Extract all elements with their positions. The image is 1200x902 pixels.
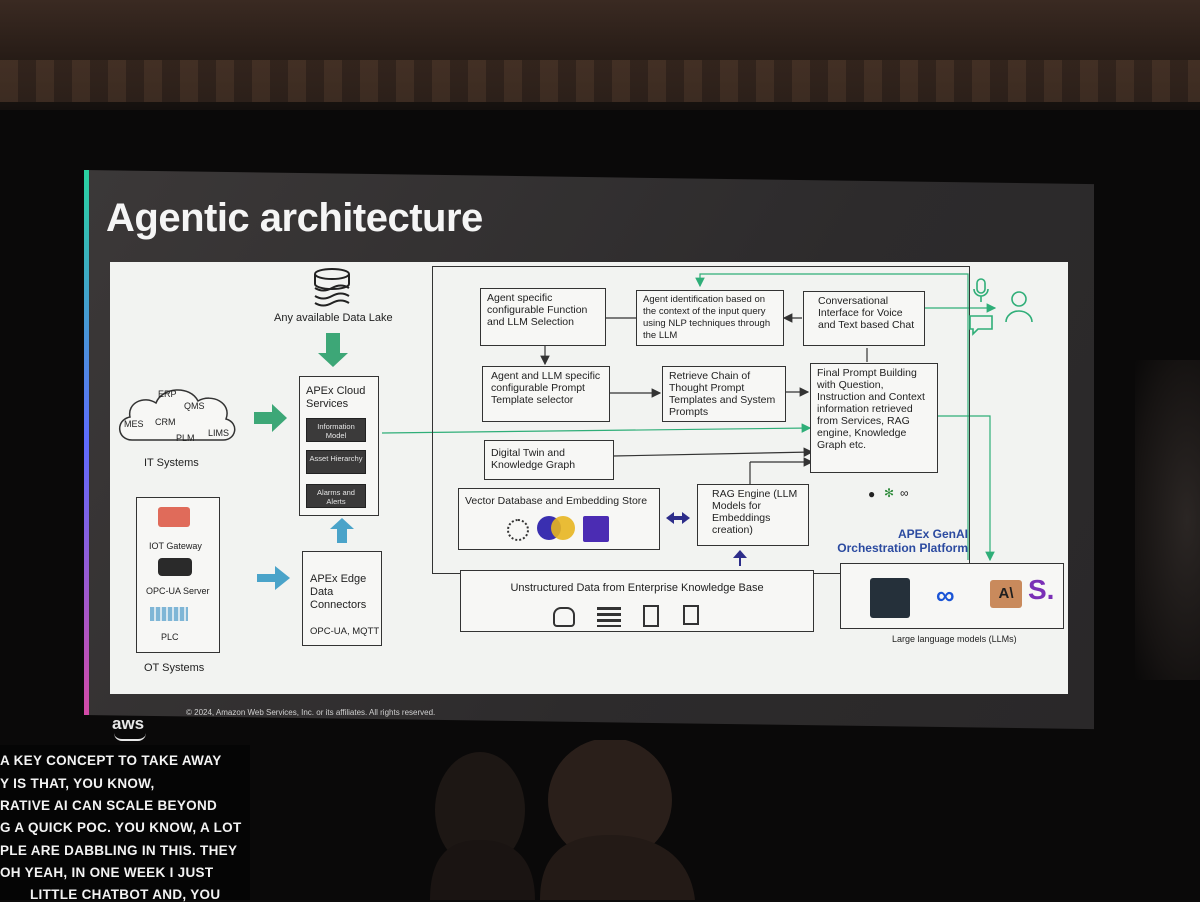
document-icon [643, 605, 659, 627]
arrow-it-to-cloud [254, 404, 287, 432]
chat-icon [969, 315, 993, 336]
database-icon-2 [553, 607, 575, 627]
arrow-datalake-to-cloud [318, 333, 348, 367]
data-lake-label: Any available Data Lake [274, 312, 393, 324]
edge-protocols: OPC-UA, MQTT [310, 626, 380, 637]
agent-function-box: Agent specific configurable Function and… [480, 288, 606, 346]
llm-tile-stability: S. [1028, 574, 1055, 605]
live-captions: A KEY CONCEPT TO TAKE AWAY Y IS THAT, YO… [0, 745, 250, 902]
python-icon: ● [868, 487, 876, 501]
it-item-lims: LIMS [208, 428, 230, 438]
aws-logo: aws [112, 714, 145, 733]
user-icon [1005, 291, 1033, 323]
caption-line: PLE ARE DABBLING IN THIS. THEY [0, 843, 238, 858]
ot-device-iot: IOT Gateway [149, 541, 202, 551]
vector-db-label: Vector Database and Embedding Store [465, 495, 648, 507]
books-icon [597, 607, 621, 627]
llm-tile-titan [870, 578, 910, 618]
rag-engine-box: RAG Engine (LLM Models for Embeddings cr… [697, 484, 809, 546]
prompt-template-box: Agent and LLM specific configurable Prom… [482, 366, 610, 422]
caption-line: G A QUICK POC. YOU KNOW, A LOT [0, 820, 242, 835]
database-icon [314, 268, 350, 307]
person-right-edge [1135, 360, 1200, 680]
vector-store-icon [583, 516, 609, 542]
ot-device-opcua: OPC-UA Server [146, 586, 210, 596]
network-icon [507, 519, 529, 541]
opc-ua-server-icon [158, 558, 192, 576]
ceiling-ornament [0, 60, 1200, 102]
conversational-interface-box: Conversational Interface for Voice and T… [803, 291, 925, 346]
it-item-crm: CRM [155, 417, 176, 427]
caption-line: LITTLE CHATBOT AND, YOU [30, 887, 221, 902]
parrot-icon: ✻ [884, 486, 895, 500]
chip-asset-hierarchy: Asset Hierarchy [306, 450, 366, 474]
ot-device-plc: PLC [161, 632, 179, 642]
report-icon [683, 605, 699, 625]
chain-of-thought-box: Retrieve Chain of Thought Prompt Templat… [662, 366, 786, 422]
it-item-mes: MES [124, 419, 144, 429]
caption-line: Y IS THAT, YOU KNOW, [0, 776, 155, 791]
iot-gateway-icon [158, 507, 190, 527]
it-systems-cloud [119, 389, 236, 441]
arrow-ot-to-edge [257, 566, 290, 590]
chain-link-icon: ∞ [900, 486, 909, 500]
arrow-edge-to-cloud [330, 518, 354, 543]
it-systems-caption: IT Systems [144, 457, 199, 469]
agent-identification-box: Agent identification based on the contex… [636, 290, 784, 346]
it-item-plm: PLM [176, 433, 195, 443]
edge-connectors-title: APEx Edge Data Connectors [310, 573, 367, 611]
llm-caption: Large language models (LLMs) [892, 634, 1017, 644]
caption-line: OH YEAH, IN ONE WEEK I JUST [0, 865, 214, 880]
vector-db-box: Vector Database and Embedding Store [458, 488, 660, 550]
embedding-icon-right [551, 516, 575, 540]
llm-tile-meta: ∞ [936, 580, 955, 610]
audience-silhouettes [430, 740, 695, 900]
caption-line: A KEY CONCEPT TO TAKE AWAY [0, 753, 222, 768]
chip-information-model: Information Model [306, 418, 366, 442]
digital-twin-box: Digital Twin and Knowledge Graph [484, 440, 614, 480]
ot-systems-caption: OT Systems [144, 662, 205, 674]
unstructured-data-label: Unstructured Data from Enterprise Knowle… [510, 582, 764, 594]
edge-connectors-box [302, 551, 382, 646]
unstructured-data-box: Unstructured Data from Enterprise Knowle… [460, 570, 814, 632]
slide-title: Agentic architecture [106, 196, 483, 240]
microphone-icon [973, 278, 989, 302]
caption-line: RATIVE AI CAN SCALE BEYOND [0, 798, 218, 813]
final-prompt-box: Final Prompt Building with Question, Ins… [810, 363, 938, 473]
cloud-services-title: APEx Cloud Services [306, 385, 366, 410]
llm-tile-anthropic: A\ [990, 580, 1022, 608]
copyright-text: © 2024, Amazon Web Services, Inc. or its… [186, 708, 436, 717]
aws-logo-smile [114, 733, 146, 741]
chip-alarms-alerts: Alarms and Alerts [306, 484, 366, 508]
plc-icon [150, 607, 188, 621]
orchestration-platform-title: APEx GenAI Orchestration Platform [837, 527, 968, 555]
slide-accent-bar [84, 170, 89, 715]
it-item-qms: QMS [184, 401, 205, 411]
it-item-erp: ERP [158, 389, 177, 399]
